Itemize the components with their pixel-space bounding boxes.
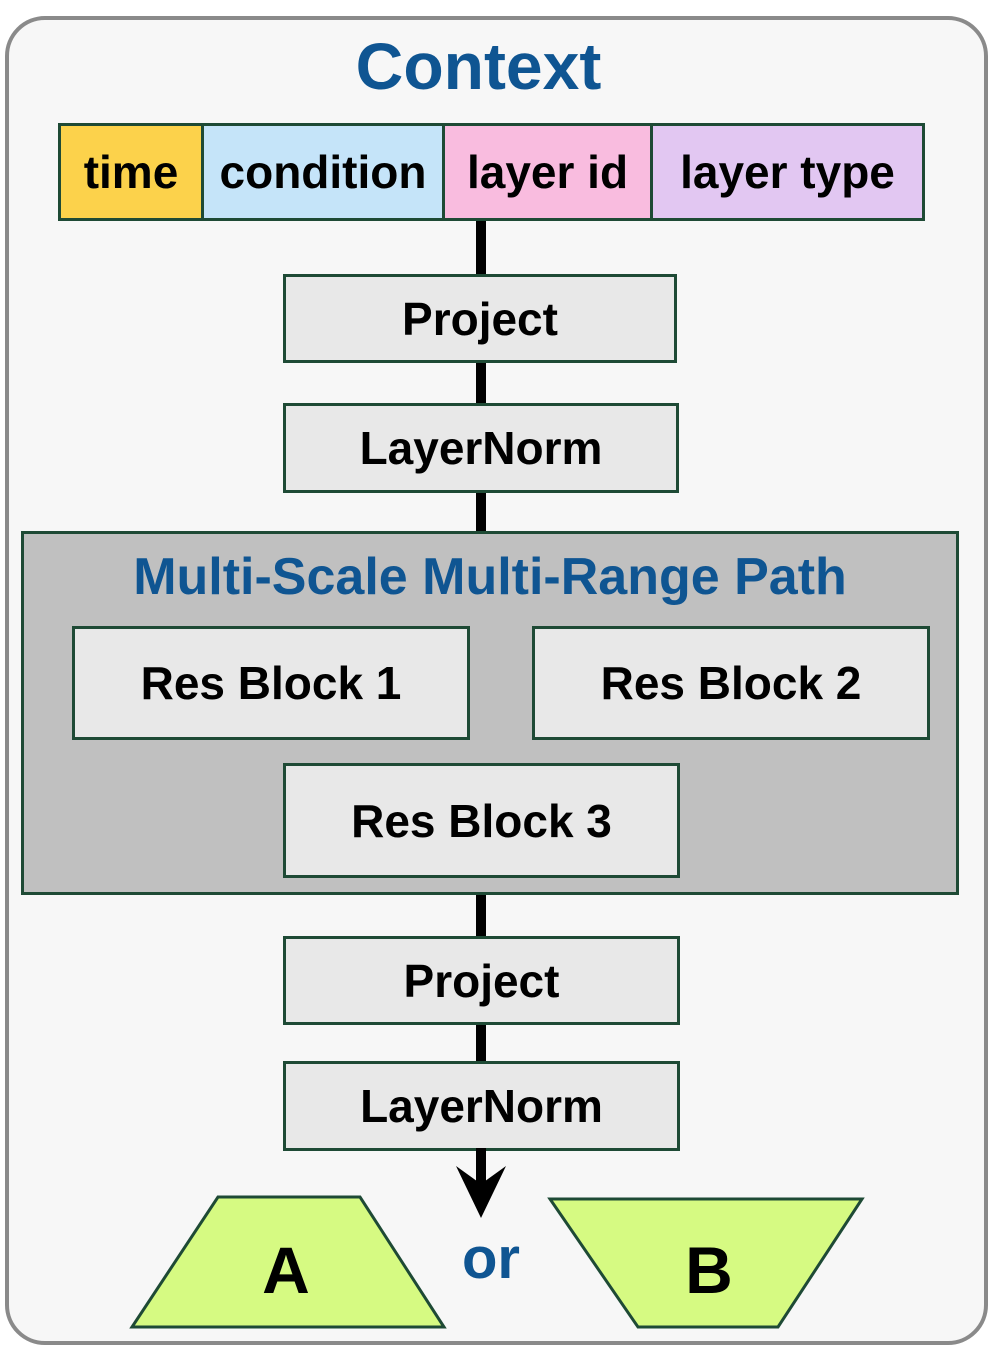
- res-block-3: Res Block 3: [283, 763, 680, 878]
- layernorm-box-bottom: LayerNorm: [283, 1061, 680, 1151]
- connector-group-project: [476, 893, 486, 937]
- connector-context-project: [476, 221, 486, 275]
- connector-project-layernorm-2: [476, 1023, 486, 1063]
- group-title: Multi-Scale Multi-Range Path: [133, 548, 847, 606]
- context-layer-id: layer id: [442, 126, 650, 218]
- res-block-1: Res Block 1: [72, 626, 470, 740]
- context-title: Context: [355, 29, 602, 103]
- context-condition: condition: [201, 126, 442, 218]
- connector-project-layernorm: [476, 361, 486, 405]
- project-box-top: Project: [283, 274, 677, 363]
- output-b-label: B: [685, 1233, 733, 1307]
- project-box-bottom: Project: [283, 936, 680, 1025]
- res-block-2: Res Block 2: [532, 626, 930, 740]
- down-arrow-icon: [456, 1148, 506, 1218]
- output-a-shape: [129, 1195, 447, 1329]
- layernorm-box-top: LayerNorm: [283, 403, 679, 493]
- context-layer-type: layer type: [650, 126, 922, 218]
- context-time: time: [61, 126, 201, 218]
- connector-layernorm-group: [476, 491, 486, 532]
- or-label: or: [462, 1226, 520, 1291]
- context-bar: time condition layer id layer type: [58, 123, 925, 221]
- output-a-label: A: [262, 1233, 310, 1307]
- output-b-shape: [547, 1197, 865, 1329]
